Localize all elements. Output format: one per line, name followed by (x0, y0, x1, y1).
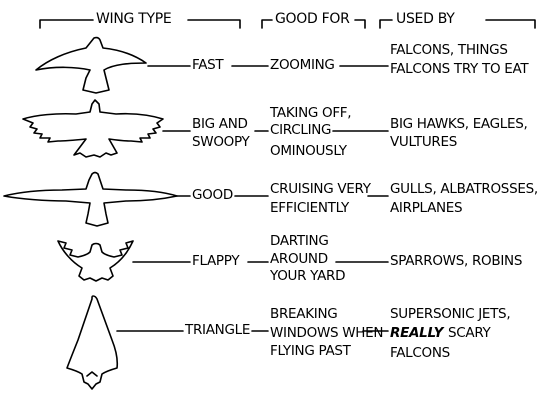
good-for-triangle-line-3: FLYING PAST (270, 343, 351, 359)
good-for-big-and-swoopy-line-1: TAKING OFF, (270, 105, 352, 121)
good-for-flappy-line-2: AROUND (270, 251, 328, 267)
delta-wing-icon (66, 295, 119, 390)
good-for-triangle-line-2: WINDOWS WHEN (270, 325, 384, 341)
used-by-fast-line-2: FALCONS TRY TO EAT (390, 61, 529, 77)
good-for-good-line-1: CRUISING VERY (270, 181, 371, 197)
good-for-flappy-line-3: YOUR YARD (270, 268, 346, 284)
used-by-triangle-line-3: FALCONS (390, 345, 450, 361)
eagle-wing-icon (22, 99, 164, 158)
wing-type-flappy: FLAPPY (192, 253, 240, 269)
header-brackets (39, 19, 536, 29)
wing-type-triangle: TRIANGLE (185, 322, 251, 338)
good-for-triangle-line-1: BREAKING (270, 306, 338, 322)
good-for-flappy-line-1: DARTING (270, 233, 329, 249)
used-by-fast-line-1: FALCONS, THINGS (390, 42, 508, 58)
wing-type-fast: FAST (192, 57, 224, 73)
used-by-triangle-line-2-rest: SCARY (448, 325, 491, 341)
wing-type-big-and-swoopy-line-2: SWOOPY (192, 134, 250, 150)
good-for-good-line-2: EFFICIENTLY (270, 200, 349, 216)
used-by-triangle-line-1: SUPERSONIC JETS, (390, 306, 511, 322)
used-by-good-line-2: AIRPLANES (390, 200, 463, 216)
used-by-good-line-1: GULLS, ALBATROSSES, (390, 181, 538, 197)
good-for-fast: ZOOMING (270, 57, 335, 73)
header-wing-type: WING TYPE (96, 11, 172, 27)
falcon-wing-icon (35, 36, 147, 94)
header-used-by: USED BY (396, 11, 455, 27)
good-for-big-and-swoopy-line-3: OMINOUSLY (270, 143, 347, 159)
used-by-flappy: SPARROWS, ROBINS (390, 253, 523, 269)
used-by-triangle-emphasis: REALLY (390, 325, 444, 341)
albatross-wing-icon (3, 171, 178, 227)
wing-type-good: GOOD (192, 187, 233, 203)
used-by-big-and-swoopy-line-2: VULTURES (390, 134, 457, 150)
good-for-big-and-swoopy-line-2: CIRCLING (270, 122, 332, 138)
wing-type-big-and-swoopy-line-1: BIG AND (192, 116, 248, 132)
used-by-big-and-swoopy-line-1: BIG HAWKS, EAGLES, (390, 116, 528, 132)
sparrow-wing-icon (57, 240, 134, 282)
header-good-for: GOOD FOR (275, 11, 350, 27)
